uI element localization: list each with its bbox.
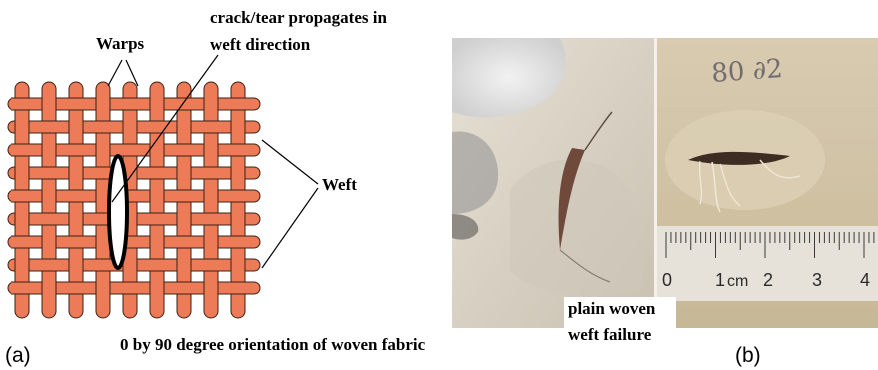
weft-crossing — [227, 236, 249, 248]
weft-crossing — [65, 144, 87, 156]
weft-crossing — [173, 144, 195, 156]
weft-crossing — [92, 259, 114, 271]
weft-crossing — [65, 98, 87, 110]
weft-crossing — [173, 190, 195, 202]
ruler-number: 4 — [860, 270, 870, 290]
weft-crossing — [11, 236, 33, 248]
weft-crossing — [146, 259, 168, 271]
weft-crossing — [119, 98, 141, 110]
warp-yarn — [150, 82, 164, 318]
weft-label: Weft — [322, 175, 357, 194]
weft-crossing — [173, 98, 195, 110]
failure-label-line-2: weft failure — [568, 325, 652, 344]
warp-yarn — [204, 82, 218, 318]
weft-crossing — [146, 121, 168, 133]
ruler-number: 2 — [763, 270, 773, 290]
weft-crossing — [227, 190, 249, 202]
weft-crossing — [200, 259, 222, 271]
weft-crossing — [92, 121, 114, 133]
weft-crossing — [11, 282, 33, 294]
weft-crossing — [65, 282, 87, 294]
weft-crossing — [119, 144, 141, 156]
panel-b-label: (b) — [735, 344, 761, 367]
weft-crossing — [227, 98, 249, 110]
weft-crossing — [65, 190, 87, 202]
ruler-number: 3 — [812, 270, 822, 290]
photo-divider — [654, 38, 657, 328]
ruler-unit: cm — [727, 273, 748, 290]
woven-fabric-schematic — [8, 82, 260, 318]
weft-crossing — [227, 282, 249, 294]
weft-crossing — [200, 121, 222, 133]
weft-crossing — [200, 213, 222, 225]
weft-leader-line — [262, 188, 318, 268]
weft-crossing — [11, 190, 33, 202]
weft-crossing — [173, 282, 195, 294]
stamp-text: 80 ∂2 — [710, 54, 783, 89]
weft-crossing — [65, 236, 87, 248]
failure-label-line-1: plain woven — [568, 299, 656, 318]
crack-label-line-1: crack/tear propagates in — [210, 8, 387, 27]
weft-crossing — [227, 144, 249, 156]
weft-crossing — [146, 167, 168, 179]
weft-crossing — [38, 213, 60, 225]
weft-leader-line — [262, 140, 318, 184]
weft-crossing — [38, 259, 60, 271]
fabric-photo: 80 ∂2 0 1 cm 2 3 4 — [452, 38, 878, 349]
crack-label-line-2: weft direction — [210, 35, 311, 54]
weft-crossing — [173, 236, 195, 248]
warps-leader-line — [108, 60, 122, 86]
weft-crossing — [146, 213, 168, 225]
weft-crossing — [119, 282, 141, 294]
weft-crossing — [11, 98, 33, 110]
panel-a-label: (a) — [5, 344, 31, 367]
weft-crossing — [11, 144, 33, 156]
warp-yarn — [42, 82, 56, 318]
ruler-number: 1 — [715, 270, 725, 290]
weft-crossing — [200, 167, 222, 179]
crack-ellipse — [109, 156, 127, 268]
weft-crossing — [38, 167, 60, 179]
warps-label: Warps — [96, 34, 145, 53]
weft-crossing — [38, 121, 60, 133]
panel-a-caption: 0 by 90 degree orientation of woven fabr… — [120, 335, 426, 354]
ruler-number: 0 — [662, 270, 672, 290]
ruler: 0 1 cm 2 3 4 — [657, 226, 878, 301]
